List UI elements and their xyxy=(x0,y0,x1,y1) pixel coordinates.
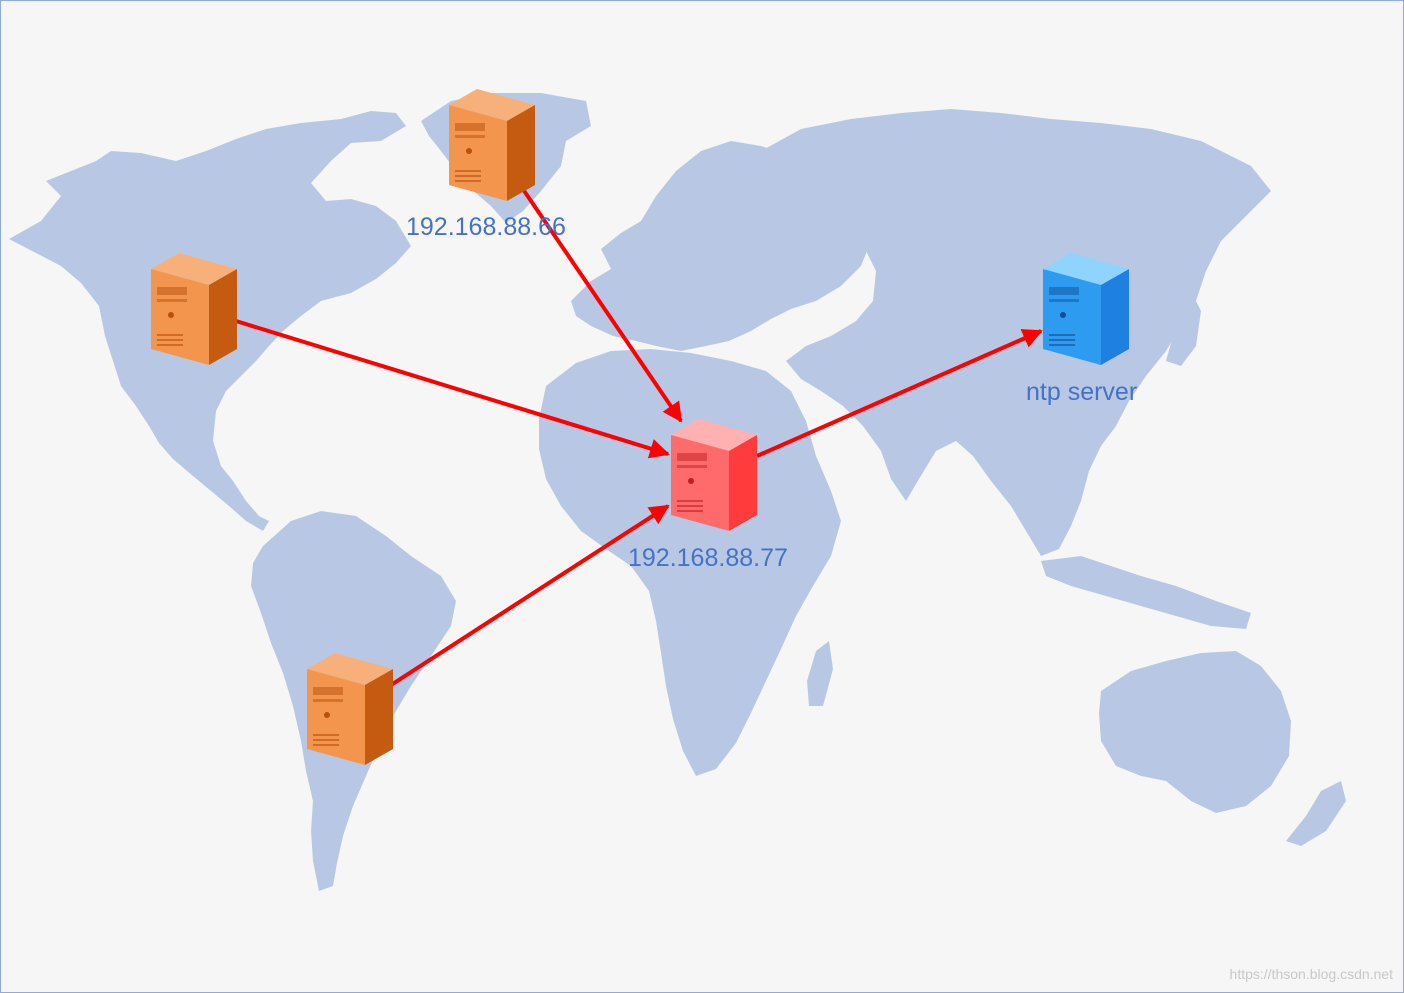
server-tower-icon[interactable] xyxy=(449,89,535,201)
label-server-relay: 192.168.88.77 xyxy=(628,544,788,572)
edge-north-america-to-relay xyxy=(235,319,670,459)
edge-south-america-to-relay xyxy=(389,504,670,687)
continent-europe xyxy=(571,141,871,351)
continent-australia xyxy=(1099,651,1291,813)
watermark-text: https://thson.blog.csdn.net xyxy=(1230,966,1394,982)
server-tower-icon[interactable] xyxy=(307,653,393,765)
edge-north-atlantic-to-relay xyxy=(514,177,683,423)
server-tower-icon[interactable] xyxy=(671,419,757,531)
island-southeast-asia xyxy=(1041,556,1251,629)
label-server-ntp: ntp server xyxy=(1026,378,1137,406)
continent-asia xyxy=(761,109,1271,556)
island-new-zealand xyxy=(1286,781,1346,846)
edge-relay-to-ntp xyxy=(756,329,1043,458)
connections xyxy=(235,177,1043,687)
label-server-north-atlantic: 192.168.88.66 xyxy=(406,213,566,241)
island-japan xyxy=(1166,291,1201,366)
server-tower-icon[interactable] xyxy=(151,253,237,365)
island-madagascar xyxy=(807,641,833,706)
continent-africa xyxy=(539,349,841,776)
server-tower-icon[interactable] xyxy=(1043,253,1129,365)
